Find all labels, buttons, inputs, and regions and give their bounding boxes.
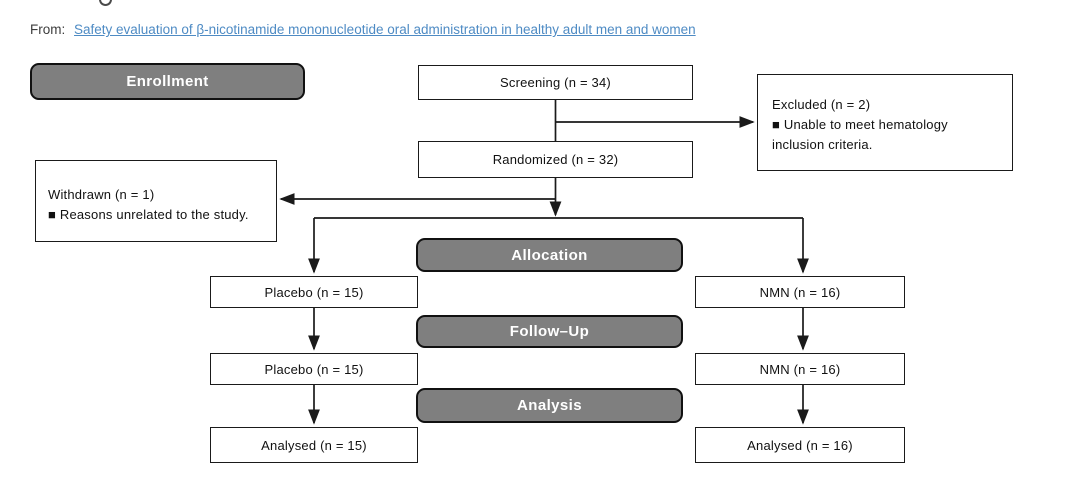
excluded-title: Excluded (n = 2) [772,97,871,112]
node-placebo-allocation: Placebo (n = 15) [210,276,418,308]
stage-allocation: Allocation [416,238,683,272]
stage-follow-up: Follow–Up [416,315,683,348]
node-screening: Screening (n = 34) [418,65,693,100]
node-analysed-placebo: Analysed (n = 15) [210,427,418,463]
from-label: From: [30,22,66,37]
stage-analysis: Analysis [416,388,683,423]
withdrawn-title: Withdrawn (n = 1) [48,187,155,202]
figure-source-line: From: Safety evaluation of β-nicotinamid… [30,22,696,37]
node-withdrawn: Withdrawn (n = 1) ■ Reasons unrelated to… [35,160,277,242]
node-excluded: Excluded (n = 2) ■ Unable to meet hemato… [757,74,1013,171]
article-title-link[interactable]: Safety evaluation of β-nicotinamide mono… [74,22,696,37]
node-nmn-allocation: NMN (n = 16) [695,276,905,308]
node-nmn-follow-up: NMN (n = 16) [695,353,905,385]
node-randomized: Randomized (n = 32) [418,141,693,178]
stage-enrollment: Enrollment [30,63,305,100]
withdrawn-reason: ■ Reasons unrelated to the study. [48,207,249,222]
node-analysed-nmn: Analysed (n = 16) [695,427,905,463]
node-placebo-follow-up: Placebo (n = 15) [210,353,418,385]
excluded-reason: ■ Unable to meet hematology inclusion cr… [772,117,948,152]
